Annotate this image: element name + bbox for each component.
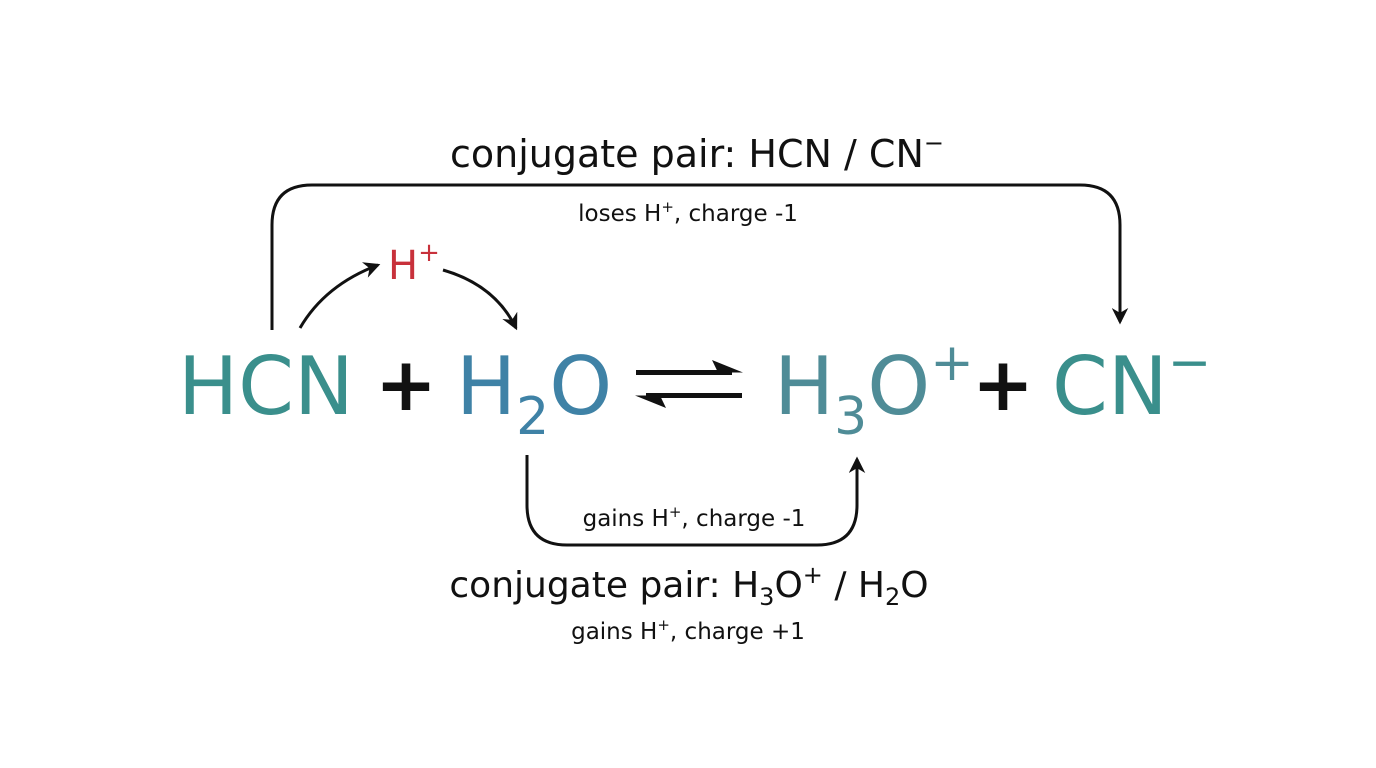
bottom-pair-title: conjugate pair: H3O+ / H2O [449,561,928,611]
bottom-link-note: gains H+, charge -1 [583,503,806,532]
top-pair-note: loses H+, charge -1 [578,198,798,227]
plus-sign-2: + [972,342,1034,428]
species-cn: CN− [1052,333,1211,433]
proton-arrow-in [442,268,518,331]
proton-label: H+ [388,238,440,289]
plus-sign-1: + [375,342,437,428]
equilibrium-arrows [635,360,743,408]
bottom-pair-bracket [525,455,866,547]
species-h3o: H3O+ [774,333,974,447]
top-pair-title: conjugate pair: HCN / CN− [450,129,944,176]
bottom-pair-note: gains H+, charge +1 [571,616,805,645]
species-hcn: HCN [178,340,354,433]
top-pair-bracket [270,183,1129,330]
proton-arrow-out [298,262,381,329]
species-h2o: H2O [456,340,612,447]
